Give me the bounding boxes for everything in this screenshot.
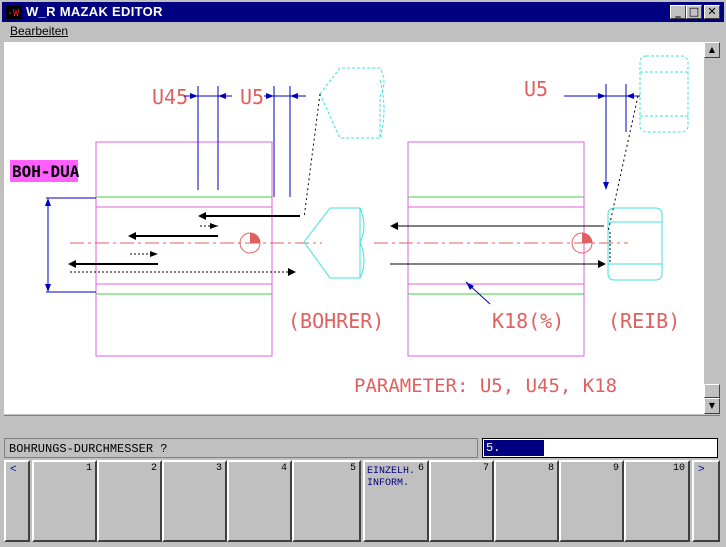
app-icon: -W: [6, 5, 22, 19]
drill-tool-start: [319, 67, 385, 139]
title-bar: -W W_R MAZAK EDITOR _ □ ✕: [2, 2, 724, 22]
window-title: W_R MAZAK EDITOR: [26, 4, 163, 19]
workpiece-left: [95, 141, 273, 357]
reamer-tool: [607, 207, 663, 281]
fkey-9[interactable]: 9: [559, 460, 624, 542]
arrowhead: [45, 284, 51, 292]
scroll-up-button[interactable]: ▲: [704, 42, 720, 58]
u5-label-right: U5: [524, 77, 548, 101]
cycle-diagram: BOH-DUA U45 U5: [10, 55, 689, 397]
fkey-1[interactable]: 1: [32, 460, 97, 542]
minimize-button[interactable]: _: [670, 5, 686, 19]
arrowhead: [290, 93, 298, 99]
arrowhead: [190, 93, 198, 99]
u5-label-left: U5: [240, 85, 264, 109]
maximize-button[interactable]: □: [686, 5, 702, 19]
arrowhead: [218, 93, 226, 99]
origin-symbol: [582, 233, 592, 243]
fkey-8[interactable]: 8: [494, 460, 559, 542]
drawing-canvas: BOH-DUA U45 U5: [4, 42, 704, 414]
status-strip: [4, 415, 720, 438]
fkey-5[interactable]: 5: [292, 460, 361, 542]
u45-label: U45: [152, 85, 188, 109]
reamer-tool-start: [639, 55, 689, 133]
drill-label: (BOHRER): [288, 309, 384, 333]
fkey-3[interactable]: 3: [162, 460, 227, 542]
prompt-bar: BOHRUNGS-DURCHMESSER ?: [4, 438, 478, 458]
fkey-7[interactable]: 7: [429, 460, 494, 542]
value-input[interactable]: 5.: [482, 438, 718, 458]
right-arrow-icon: >: [698, 464, 705, 476]
fkey-next-page[interactable]: >: [692, 460, 720, 542]
k18-label: K18(%): [492, 309, 564, 333]
scroll-down-button[interactable]: ▼: [704, 398, 720, 414]
fkey-2[interactable]: 2: [97, 460, 162, 542]
boh-dua-tag: BOH-DUA: [12, 162, 80, 181]
scroll-thumb[interactable]: [704, 384, 720, 398]
drill-tool: [303, 207, 361, 279]
workpiece-right: [407, 141, 585, 357]
menu-bar: Bearbeiten: [2, 22, 724, 40]
tool-path: [607, 95, 639, 233]
menu-bearbeiten[interactable]: Bearbeiten: [10, 24, 69, 38]
fkey-10[interactable]: 10: [624, 460, 690, 542]
function-key-bar: < 1 2 3 4 5 6 EINZELH. INFORM. 7 8 9 10 …: [4, 460, 720, 544]
parameter-text: PARAMETER: U5, U45, K18: [354, 375, 617, 397]
vertical-scrollbar[interactable]: ▲ ▼: [704, 42, 720, 414]
prompt-text: BOHRUNGS-DURCHMESSER ?: [9, 442, 168, 456]
arrowhead: [45, 198, 51, 206]
fkey-6-einzelh-inform[interactable]: 6 EINZELH. INFORM.: [363, 460, 429, 542]
left-arrow-icon: <: [10, 464, 17, 476]
arrowhead: [266, 93, 274, 99]
svg-text:-W: -W: [7, 8, 20, 19]
close-button[interactable]: ✕: [704, 5, 720, 19]
origin-symbol: [250, 233, 260, 243]
fkey-4[interactable]: 4: [227, 460, 292, 542]
reamer-label: (REIB): [608, 309, 680, 333]
tool-path: [303, 93, 321, 219]
input-value[interactable]: 5.: [484, 440, 544, 456]
tag-background: [10, 160, 78, 182]
fkey-prev-page[interactable]: <: [4, 460, 30, 542]
